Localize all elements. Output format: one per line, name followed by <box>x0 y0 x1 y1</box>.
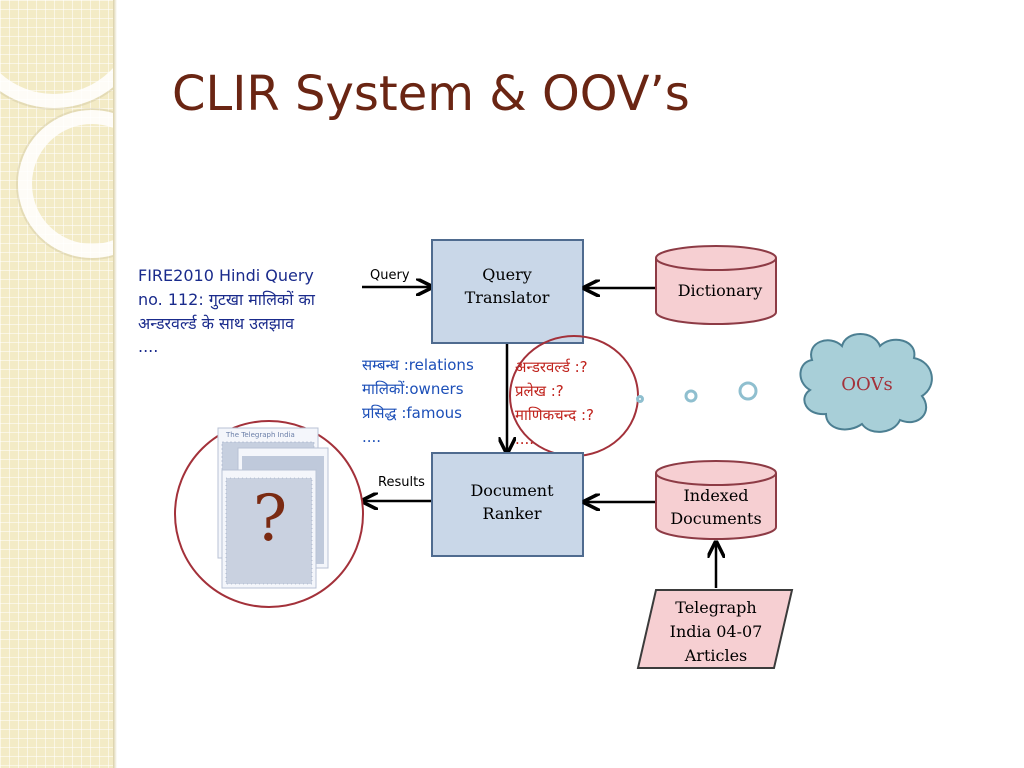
query-line: .... <box>138 337 158 356</box>
results-edge-label: Results <box>378 475 425 490</box>
decorative-sidebar <box>0 0 113 768</box>
translation-line: .... <box>362 428 381 446</box>
oov-line: प्रलेख :? <box>515 382 564 400</box>
indexed-documents-label: Indexed <box>683 486 748 505</box>
query-edge-label: Query <box>370 268 410 283</box>
source-label: India 04-07 <box>670 622 763 641</box>
oov-cloud-label: OOVs <box>841 374 892 395</box>
oov-line: माणिकचन्द :? <box>515 406 594 424</box>
query-line: अन्डरवर्ल्ड के साथ उलझाव <box>138 314 295 333</box>
thought-dots <box>636 381 758 403</box>
query-text: FIRE2010 Hindi Query no. 112: गुटखा मालि… <box>138 266 316 356</box>
oov-line: अन्डरवर्ल्ड :? <box>515 358 588 376</box>
translation-line: मालिकों:owners <box>362 380 464 398</box>
sidebar-edge <box>113 0 117 768</box>
slide-title: CLIR System & OOV’s <box>172 66 690 122</box>
newspaper-page <box>221 469 317 589</box>
results-circle: The Telegraph India ? <box>174 420 364 608</box>
query-translator-label: Translator <box>465 288 550 307</box>
dictionary-database: Dictionary <box>655 245 777 325</box>
document-ranker-label: Ranker <box>482 504 541 523</box>
oov-list: अन्डरवर्ल्ड :? प्रलेख :? माणिकचन्द :? ..… <box>515 358 594 448</box>
query-translator-box: Query Translator <box>431 239 584 344</box>
source-label: Articles <box>684 646 748 665</box>
oov-line: .... <box>515 430 534 448</box>
translation-line: सम्बन्ध :relations <box>362 356 474 374</box>
query-translator-label: Query <box>482 265 532 284</box>
unknown-results-question-mark: ? <box>253 482 287 556</box>
query-line: FIRE2010 Hindi Query <box>138 266 314 285</box>
oov-cloud: OOVs <box>799 333 933 433</box>
indexed-documents-label: Documents <box>670 509 761 528</box>
document-ranker-box: Document Ranker <box>431 452 584 557</box>
source-label: Telegraph <box>675 598 756 617</box>
indexed-documents-database: Indexed Documents <box>655 460 777 540</box>
dictionary-label: Dictionary <box>678 281 763 300</box>
newspaper-masthead: The Telegraph India <box>225 431 295 439</box>
translations-list: सम्बन्ध :relations मालिकों:owners प्रसिद… <box>362 356 474 446</box>
query-line: no. 112: गुटखा मालिकों का <box>138 290 316 310</box>
telegraph-source-parallelogram: Telegraph India 04-07 Articles <box>636 589 794 669</box>
newspaper-thumbnails: The Telegraph India <box>217 427 329 589</box>
document-ranker-label: Document <box>470 481 554 500</box>
translation-line: प्रसिद्ध :famous <box>362 404 462 422</box>
